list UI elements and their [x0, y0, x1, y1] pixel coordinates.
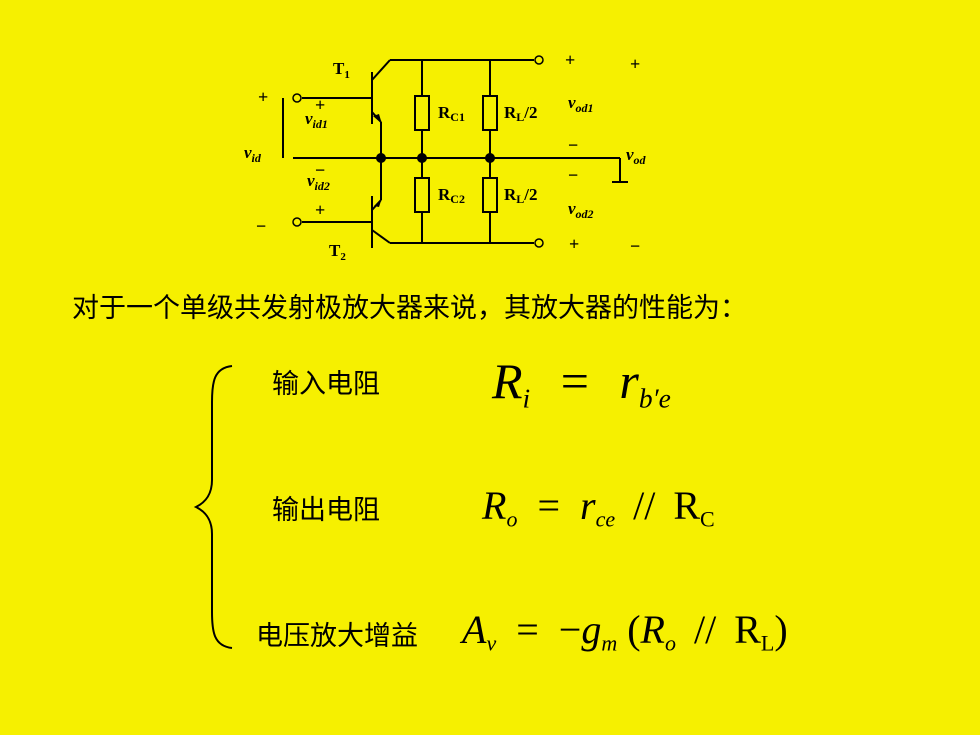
rc2-label: RC2	[438, 185, 465, 206]
svg-text:−: −	[630, 236, 640, 256]
input-terminal-bottom	[292, 217, 302, 227]
intro-text: 对于一个单级共发射极放大器来说，其放大器的性能为：	[72, 293, 747, 324]
junction-dot	[376, 153, 386, 163]
output-terminal-top	[534, 55, 544, 65]
output-resistance-label: 输出电阻	[272, 495, 380, 526]
svg-text:−: −	[315, 160, 325, 180]
rc1-label: RC1	[438, 103, 465, 124]
curly-brace	[193, 365, 233, 649]
vid2-label: vid2	[307, 171, 330, 193]
vod-label: vod	[626, 145, 647, 167]
junction-dot	[485, 153, 495, 163]
polarity-signs: + − + − − + + + − − + −	[256, 50, 640, 256]
svg-text:−: −	[315, 148, 325, 168]
rl-top-label: RL/2	[504, 103, 538, 124]
output-terminal-bottom	[534, 238, 544, 248]
vod2-label: vod2	[568, 199, 594, 221]
svg-text:+: +	[565, 50, 575, 70]
svg-text:+: +	[258, 87, 268, 107]
t1-emitter-arrow	[373, 114, 382, 124]
input-resistance-label: 输入电阻	[272, 369, 380, 400]
svg-text:+: +	[630, 54, 640, 74]
rl-bottom-label: RL/2	[504, 185, 538, 206]
input-resistance-formula: Ri = rb′e	[492, 353, 671, 414]
t2-label: T2	[329, 241, 346, 263]
svg-text:−: −	[568, 135, 578, 155]
svg-text:−: −	[256, 216, 266, 236]
input-terminal-top	[292, 93, 302, 103]
svg-text:+: +	[315, 200, 325, 220]
differential-amplifier-circuit: T1 T2 RC1 RC2 RL/2 RL/2 vid vid1 vid2 vo…	[244, 50, 647, 263]
output-resistance-formula: Ro = rce // RC	[482, 483, 715, 532]
voltage-gain-label: 电压放大增益	[256, 621, 418, 652]
svg-text:+: +	[315, 95, 325, 115]
vod1-label: vod1	[568, 93, 594, 115]
t2-emitter-arrow	[374, 198, 382, 207]
svg-text:+: +	[569, 234, 579, 254]
vid-label: vid	[244, 143, 262, 165]
junction-dot	[417, 153, 427, 163]
svg-text:−: −	[568, 165, 578, 185]
vid1-label: vid1	[305, 109, 328, 131]
voltage-gain-formula: Av = −gm (Ro // RL)	[462, 607, 788, 656]
t1-label: T1	[333, 59, 350, 81]
